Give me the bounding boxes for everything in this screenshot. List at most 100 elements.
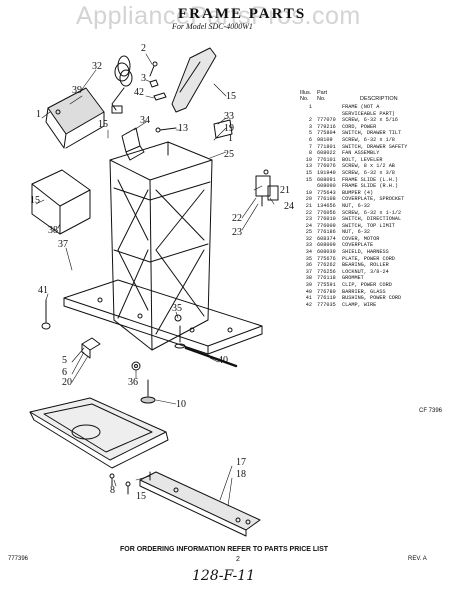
page-subtitle: For Model SDC-4000W1 (172, 22, 253, 31)
table-row: SERVICEABLE PART) (300, 111, 468, 118)
part-no-cell: 775591 (317, 282, 336, 289)
callout-36: 36 (128, 377, 138, 388)
illus-no-cell: 24 (305, 222, 312, 229)
part-no-cell: 776780 (317, 288, 336, 295)
callout-39: 39 (72, 85, 82, 96)
callout-19: 19 (224, 123, 234, 134)
part-no-cell: 775804 (317, 130, 336, 137)
illus-no-cell: 23 (305, 216, 312, 223)
callout-15-top: 15 (226, 91, 236, 102)
part-no-cell: 776119 (317, 295, 336, 302)
illus-no-cell: 13 (305, 163, 312, 170)
description-cell: BUMPER (4) (342, 189, 374, 196)
table-row: 608090 FRAME SLIDE (R.H.) (300, 183, 468, 190)
callout-2: 2 (141, 43, 146, 54)
table-row: 5 775804 SWITCH, DRAWER TILT (300, 130, 468, 137)
part-no-cell: 776262 (317, 262, 336, 269)
frame-slide-bottom (139, 471, 261, 537)
illus-no-cell: 19 (305, 189, 312, 196)
callout-15-left: 15 (30, 195, 40, 206)
description-cell: NUT, 6-32 (342, 202, 371, 209)
illus-no-cell: 15 (305, 169, 312, 176)
grommet-41 (41, 299, 51, 330)
callout-15-bottom: 15 (136, 491, 146, 502)
callout-41: 41 (38, 285, 48, 296)
part-no-cell: 608022 (317, 150, 336, 157)
illus-no-cell: 20 (305, 196, 312, 203)
screws-bottom (109, 471, 151, 495)
callout-25: 25 (224, 149, 234, 160)
description-cell: PLATE, POWER CORD (342, 255, 395, 262)
leveler-bolt (140, 325, 186, 404)
callout-13: 13 (178, 123, 188, 134)
description-cell: GROMMET (342, 275, 364, 282)
callout-1-left: 1 (36, 109, 41, 120)
description-cell: COVERPLATE, SPROCKET (342, 196, 405, 203)
part-no-cell: 608374 (317, 235, 336, 242)
illus-no-cell: 10 (305, 156, 312, 163)
header-description: DESCRIPTION (360, 96, 398, 102)
callout-35: 35 (172, 303, 182, 314)
bearing-36 (131, 361, 141, 371)
description-cell: CLAMP, WIRE (342, 301, 377, 308)
description-cell: SWITCH, DRAWER TILT (342, 130, 402, 137)
callout-37: 37 (58, 239, 68, 250)
frame-box (109, 141, 213, 351)
description-cell: SERVICEABLE PART) (342, 110, 395, 117)
part-no-cell: 776056 (317, 209, 336, 216)
description-cell: FRAME SLIDE (R.H.) (342, 183, 399, 190)
watermark: AppliancePartsPros.com (76, 2, 361, 30)
header-part-no: Part No. (317, 90, 328, 102)
callout-22: 22 (232, 213, 242, 224)
illus-no-cell: 8 (308, 150, 312, 157)
callout-21: 21 (280, 185, 290, 196)
ordering-note: FOR ORDERING INFORMATION REFER TO PARTS … (120, 546, 329, 553)
bottom-tray (29, 397, 169, 469)
description-cell: FRAME (NOT A (342, 104, 380, 110)
part-no-cell: 191940 (317, 169, 336, 176)
illus-no-cell: 40 (305, 288, 312, 295)
part-no-cell: 776118 (317, 275, 336, 282)
description-cell: CLIP, POWER CORD (342, 282, 392, 289)
clamp-42 (153, 92, 167, 101)
description-cell: BUSHING, POWER CORD (342, 295, 402, 302)
description-cell: SCREW, 6-32 x 5/16 (342, 117, 399, 124)
description-cell: SCREW, 6-32 x 1-1/2 (342, 209, 402, 216)
description-cell: CORD, POWER (342, 123, 377, 130)
description-cell: FRAME SLIDE (L.H.) (342, 176, 399, 183)
callout-32: 32 (92, 61, 102, 72)
callout-1-right: 1 (228, 133, 233, 144)
description-cell: SCREW, 6-32 x 3/8 (342, 169, 395, 176)
description-cell: SHIELD, HARNESS (342, 249, 389, 256)
glass-barrier (184, 346, 238, 368)
part-no-cell: 608039 (317, 249, 336, 256)
part-no-cell: 776256 (317, 268, 336, 275)
part-no-cell: 771801 (317, 143, 336, 150)
callout-6: 6 (62, 367, 67, 378)
callout-17: 17 (236, 457, 246, 468)
part-no-cell: 608090 (317, 183, 336, 190)
callout-23: 23 (232, 227, 242, 238)
coverplate-33 (213, 119, 233, 139)
callout-20: 20 (62, 377, 72, 388)
callout-10: 10 (176, 399, 186, 410)
illus-no-cell: 5 (308, 130, 312, 137)
description-cell: BOLT, LEVELER (342, 156, 383, 163)
